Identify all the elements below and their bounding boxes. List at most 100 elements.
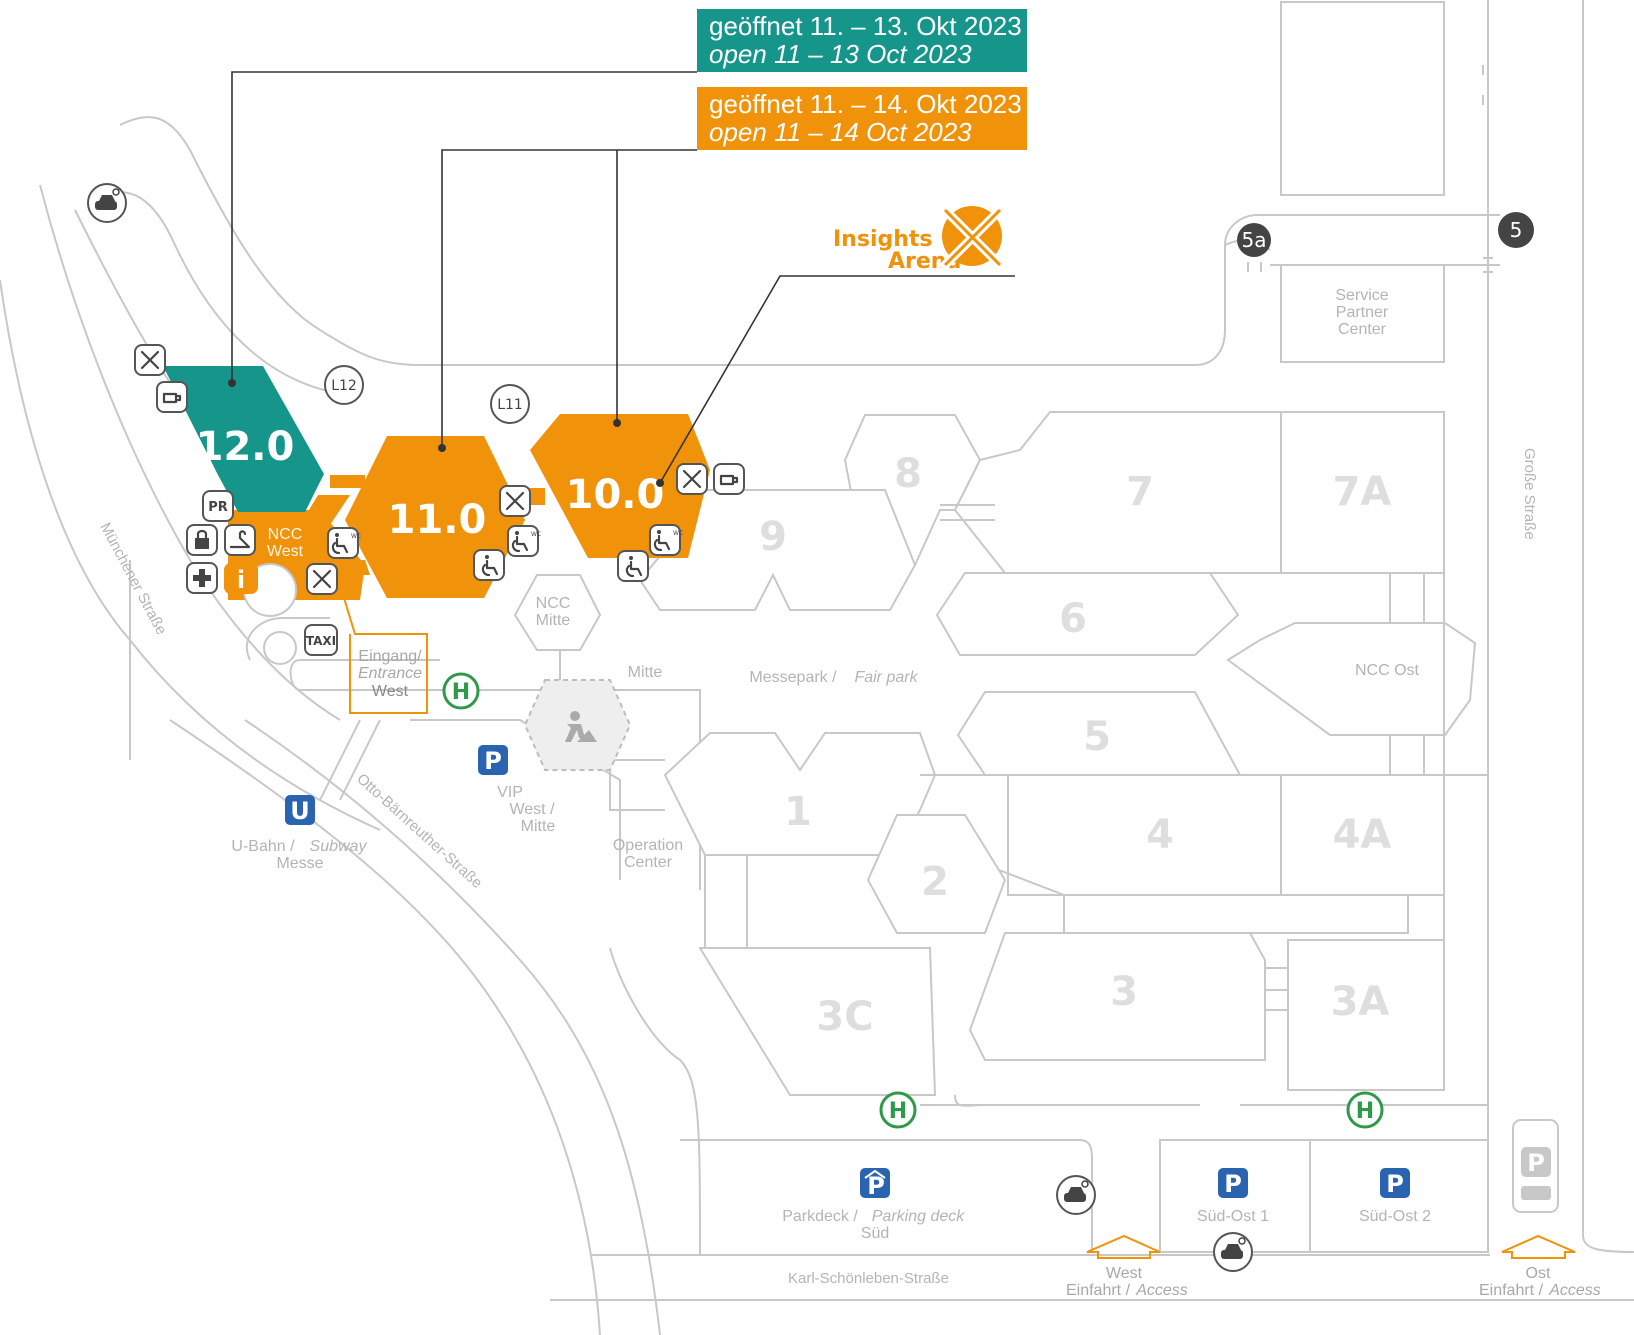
subway-label-2: Messe (276, 855, 323, 872)
gate-5a-label: 5a (1242, 228, 1267, 252)
operation-label-2: Center (624, 854, 673, 871)
taxi-icon[interactable]: TAXI (304, 624, 338, 656)
hall-3a-outline (1287, 939, 1445, 1091)
svg-text:P: P (867, 1172, 885, 1200)
service-label-2: Partner (1336, 304, 1389, 321)
access-ost-label-2: Einfahrt / (1479, 1282, 1544, 1299)
top-buildings (1247, 1, 1493, 363)
svg-text:P: P (1224, 1170, 1242, 1198)
svg-text:H: H (1356, 1099, 1374, 1124)
entrance-label-1: Eingang/ (358, 648, 422, 665)
hall-9-label: 9 (759, 514, 787, 560)
access-west[interactable]: West Einfahrt / Access (1066, 1234, 1188, 1299)
cafe-icon[interactable] (156, 381, 188, 413)
hall-8-label: 8 (894, 451, 922, 497)
hall-3c-outline (698, 947, 937, 1096)
hall-12-0 (163, 366, 324, 512)
banner-orange-line1: geöffnet 11. – 14. Okt 2023 (709, 89, 1022, 119)
parking-icon[interactable]: P (1380, 1168, 1410, 1198)
street-muenchener: Münchener Straße (96, 520, 169, 638)
gate-5-label: 5 (1510, 218, 1523, 242)
hall-1-label: 1 (784, 789, 812, 835)
grey-halls (513, 411, 1488, 1107)
wheelchair-icon[interactable] (473, 549, 505, 581)
press-room-icon[interactable]: PR (202, 490, 234, 522)
restaurant-icon[interactable] (306, 563, 338, 595)
entrance-label-3: West (372, 683, 409, 700)
parkdeck-label-1: Parkdeck / (782, 1208, 858, 1225)
subway-label-1: U-Bahn / (231, 838, 295, 855)
parking-icon[interactable]: P (1218, 1168, 1248, 1198)
banner-teal: geöffnet 11. – 13. Okt 2023 open 11 – 13… (697, 9, 1027, 72)
ncc-west-label-1: NCC (268, 526, 303, 543)
entrance-west[interactable]: Eingang/ Entrance West (339, 584, 428, 714)
ev-charging-icon[interactable] (1056, 1175, 1096, 1215)
parking-icon[interactable]: P (860, 1168, 890, 1200)
ev-charging-icon[interactable] (1213, 1232, 1253, 1272)
access-west-label-1: West (1106, 1265, 1143, 1282)
wc-icon[interactable]: WC (649, 524, 683, 556)
wardrobe-icon[interactable] (224, 524, 256, 556)
construction-icon (565, 711, 597, 742)
access-ost-label-i: Access (1548, 1282, 1601, 1299)
ncc-ost-label: NCC Ost (1355, 662, 1420, 679)
hall-11-0-label: 11.0 (388, 497, 487, 543)
hall-3-outline (968, 932, 1266, 1061)
ev-charging-icon[interactable] (87, 183, 127, 223)
banner-orange-line2: open 11 – 14 Oct 2023 (709, 117, 972, 147)
vip-label-2: West / (509, 801, 555, 818)
svg-text:P: P (1386, 1170, 1404, 1198)
restaurant-icon[interactable] (499, 485, 531, 517)
bus-stop-icon[interactable]: H (879, 1091, 917, 1129)
bus-stop-icon[interactable]: H (1346, 1091, 1384, 1129)
cafe-icon[interactable] (713, 463, 745, 495)
wheelchair-icon[interactable] (617, 550, 649, 582)
hall-4-outline (1007, 774, 1282, 896)
hall-3a-label: 3A (1331, 979, 1390, 1025)
first-aid-icon[interactable] (186, 562, 218, 594)
parkdeck-label-i: Parking deck (872, 1208, 965, 1225)
ncc-mitte-outline (513, 574, 602, 651)
subway-icon[interactable]: U (285, 795, 315, 825)
operation-label-1: Operation (613, 837, 683, 854)
parking-labels: VIP West / Mitte Parkdeck / Parking deck… (231, 784, 1431, 1242)
service-icons: PR i WC (87, 183, 1253, 1272)
area-labels: NCC West NCC Mitte Mitte Messepark / Fai… (267, 287, 1420, 871)
service-label-3: Center (1338, 321, 1387, 338)
wc-icon[interactable]: WC (327, 527, 361, 559)
insights-arena-logo: Insights Arena (833, 205, 1005, 274)
bus-parking-icon[interactable]: P (1512, 1119, 1559, 1213)
parkdeck-label-2: Süd (861, 1225, 889, 1242)
svg-text:H: H (889, 1099, 907, 1124)
street-karl: Karl-Schönleben-Straße (788, 1270, 949, 1287)
ncc-mitte-label-1: NCC (536, 595, 571, 612)
access-ost[interactable]: Ost Einfahrt / Access (1479, 1234, 1601, 1299)
svg-text:WC: WC (531, 531, 541, 538)
fair-park-label: Fair park (854, 669, 918, 686)
info-label: i (237, 566, 245, 594)
access-west-label-2: Einfahrt / (1066, 1282, 1131, 1299)
hall-2-label: 2 (921, 859, 949, 905)
l12-label: L12 (331, 378, 357, 394)
entrance-label-2: Entrance (358, 665, 422, 682)
sued-ost-1-label: Süd-Ost 1 (1197, 1208, 1269, 1225)
access-west-label-i: Access (1135, 1282, 1188, 1299)
sued-ost-2-label: Süd-Ost 2 (1359, 1208, 1431, 1225)
hall-4a-label: 4A (1333, 812, 1392, 858)
wc-icon[interactable]: WC (507, 525, 541, 557)
info-icon[interactable]: i (224, 563, 258, 594)
subway-label-i: Subway (310, 838, 368, 855)
banner-teal-line2: open 11 – 13 Oct 2023 (709, 39, 972, 69)
hall-3c-label: 3C (816, 994, 873, 1040)
hall-7-outline (953, 411, 1282, 574)
hall-6-label: 6 (1059, 596, 1087, 642)
lock-icon[interactable] (186, 524, 218, 556)
parking-icon[interactable]: P (478, 745, 508, 775)
restaurant-icon[interactable] (134, 344, 166, 376)
bus-stop-icon[interactable]: H (442, 672, 480, 710)
ncc-mitte-label-2: Mitte (536, 612, 571, 629)
ncc-ost-outline (1226, 622, 1477, 736)
svg-text:H: H (452, 680, 470, 705)
location-markers: L12 L11 5a 5 (324, 212, 1534, 424)
restaurant-icon[interactable] (676, 463, 708, 495)
